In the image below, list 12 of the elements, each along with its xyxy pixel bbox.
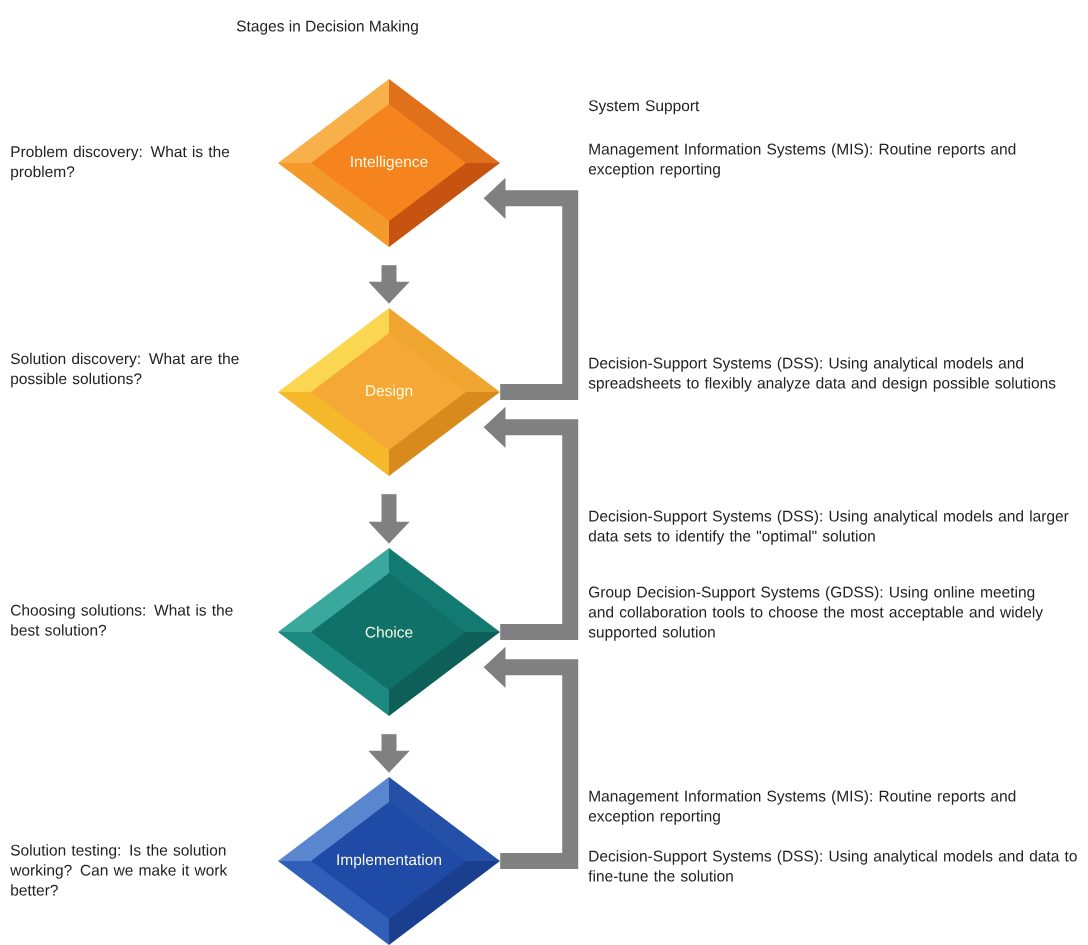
system-description: Decision-Support Systems (DSS): Using analytical models and larger data sets to identify the "optimal" solution — [588, 510, 1069, 545]
stage-description: Solution discovery: What are the possible solutions? — [10, 352, 239, 388]
system-description: Decision-Support Systems (DSS): Using analytical models and spreadsheets to flexibly analyze data and design possible solutions — [588, 357, 1056, 392]
stage-description: Solution testing: Is the solution working? Can we make it work better? — [10, 844, 228, 896]
stage-description: Problem discovery: What is the problem? — [11, 145, 230, 181]
heading: System Support — [588, 100, 700, 115]
title: Stages in Decision Making — [236, 20, 418, 35]
system-description: Management Information Systems (MIS): Routine reports and exception reporting — [588, 143, 1016, 178]
system-description: Group Decision-Support Systems (GDSS): Using online meeting and collaboration tools to choose the most acceptable and widely supported solution — [588, 586, 1043, 641]
system-description: Management Information Systems (MIS): Routine reports and exception reporting — [588, 790, 1016, 825]
system-description: Decision-Support Systems (DSS): Using analytical models and data to fine-tune the solution — [588, 850, 1077, 882]
stage-description: Choosing solutions: What is the best solution? — [11, 604, 233, 636]
